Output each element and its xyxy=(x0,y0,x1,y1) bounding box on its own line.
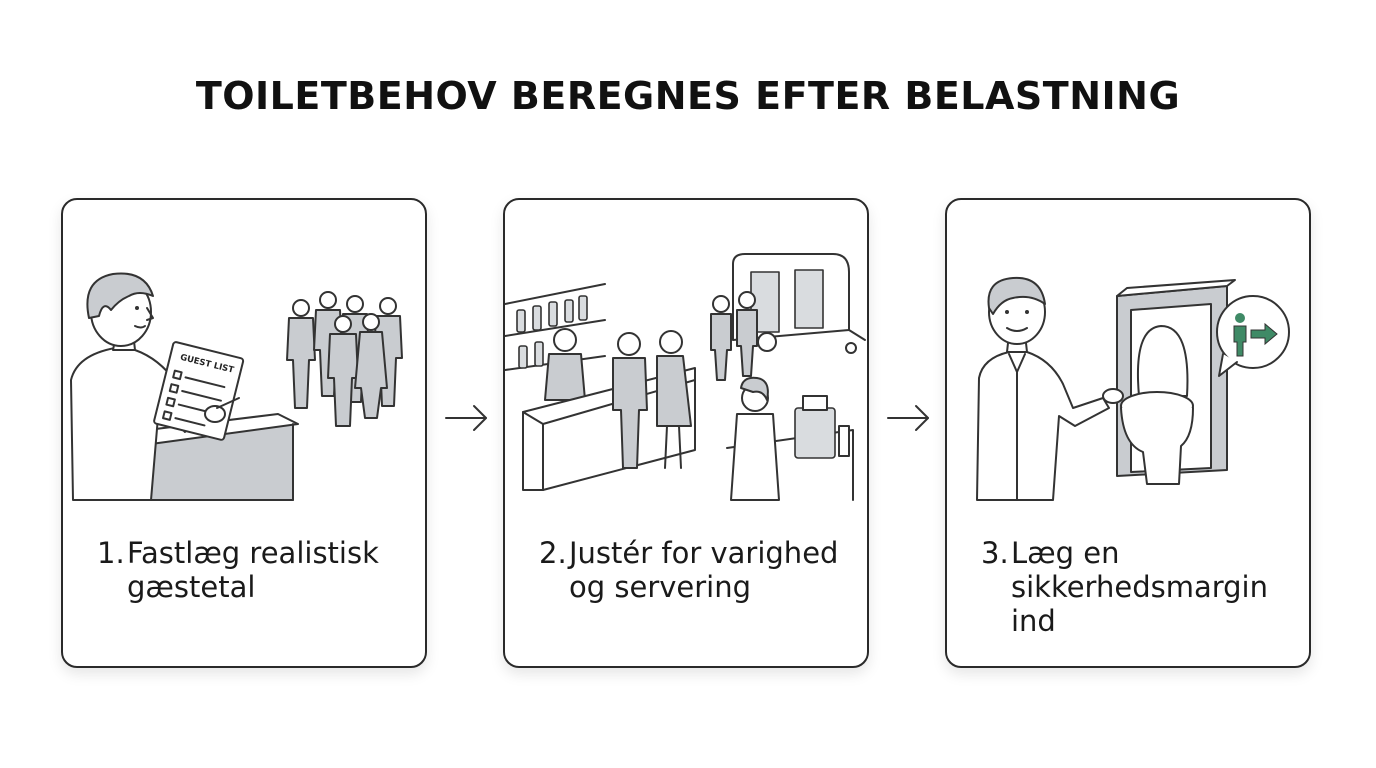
page-title: TOILETBEHOV BEREGNES EFTER BELASTNING xyxy=(195,74,1181,118)
step-number-2: 2. xyxy=(539,536,567,570)
arrow-right-icon xyxy=(445,405,487,431)
step-caption-2: 2. Justér for varighed og servering xyxy=(539,536,849,604)
step-card-1: GUEST LIST 1. Fastlæg realistisk gæsteta… xyxy=(61,198,427,668)
step-text-1: Fastlæg realistisk gæstetal xyxy=(127,536,379,604)
event-service-illustration xyxy=(505,253,866,501)
step-text-2: Justér for varighed og servering xyxy=(569,536,839,604)
safety-margin-illustration xyxy=(976,276,1290,501)
arrow-right-icon xyxy=(887,405,929,431)
step-card-3: 3. Læg en sikkerhedsmargin ind xyxy=(945,198,1311,668)
step-text-3: Læg en sikkerhedsmargin ind xyxy=(1011,536,1268,638)
step-caption-3: 3. Læg en sikkerhedsmargin ind xyxy=(981,536,1291,638)
step-number-3: 3. xyxy=(981,536,1009,570)
step-number-1: 1. xyxy=(97,536,125,570)
person-exit-icon xyxy=(1216,295,1290,377)
step-card-2: 2. Justér for varighed og servering xyxy=(503,198,869,668)
crowd-group xyxy=(286,291,403,427)
guest-list-illustration: GUEST LIST xyxy=(70,272,403,501)
step-caption-1: 1. Fastlæg realistisk gæstetal xyxy=(97,536,407,604)
